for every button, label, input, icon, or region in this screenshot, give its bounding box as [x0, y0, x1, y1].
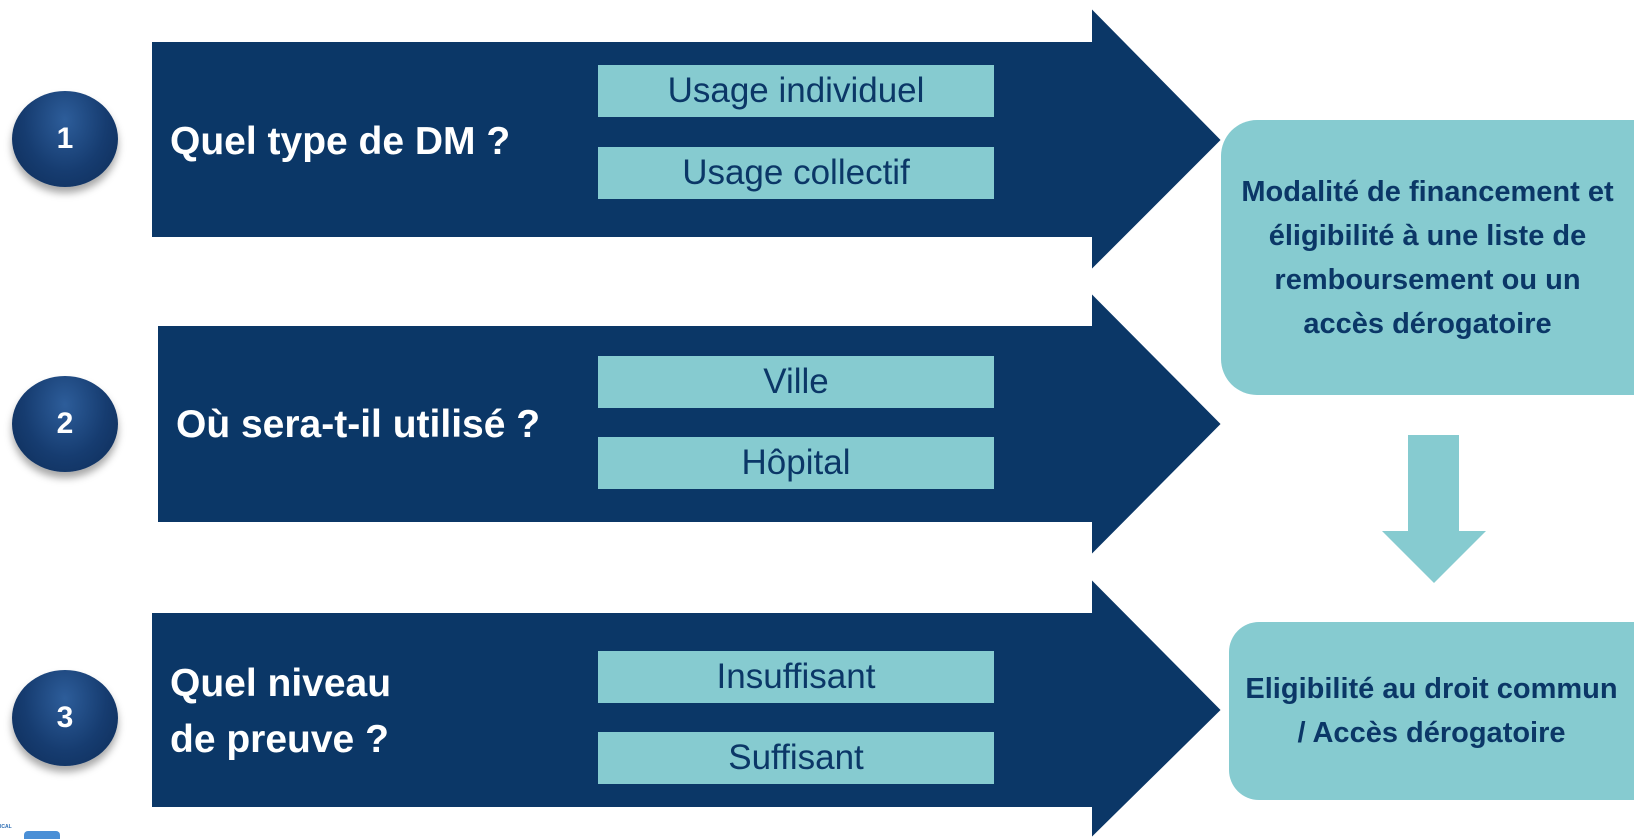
step-3-option-insufficient: Insuffisant — [598, 651, 994, 703]
step-2-question: Où sera-t-il utilisé ? — [176, 403, 541, 446]
step-2-option-ville: Ville — [598, 356, 994, 408]
result-droit-commun-box: Eligibilité au droit commun / Accès déro… — [1229, 622, 1634, 800]
step-1-circle: 1 — [12, 91, 118, 187]
step-1-option-collective: Usage collectif — [598, 147, 994, 199]
step-2-option-hopital: Hôpital — [598, 437, 994, 489]
result-financing-text: Modalité de financement et éligibilité à… — [1241, 175, 1614, 340]
logo: ICAL — [0, 824, 60, 839]
step-1-option-individual: Usage individuel — [598, 65, 994, 117]
logo-text: ICAL — [0, 824, 12, 830]
result-droit-commun-text: Eligibilité au droit commun / Accès déro… — [1245, 673, 1618, 749]
logo-mark — [24, 831, 60, 839]
step-3-circle: 3 — [12, 670, 118, 766]
step-3-option-sufficient: Suffisant — [598, 732, 994, 784]
step-3-question: Quel niveau de preuve ? — [170, 662, 392, 761]
down-arrow — [1382, 435, 1486, 583]
step-2-circle: 2 — [12, 376, 118, 472]
step-1-question: Quel type de DM ? — [170, 120, 511, 163]
result-financing-box: Modalité de financement et éligibilité à… — [1221, 120, 1634, 395]
